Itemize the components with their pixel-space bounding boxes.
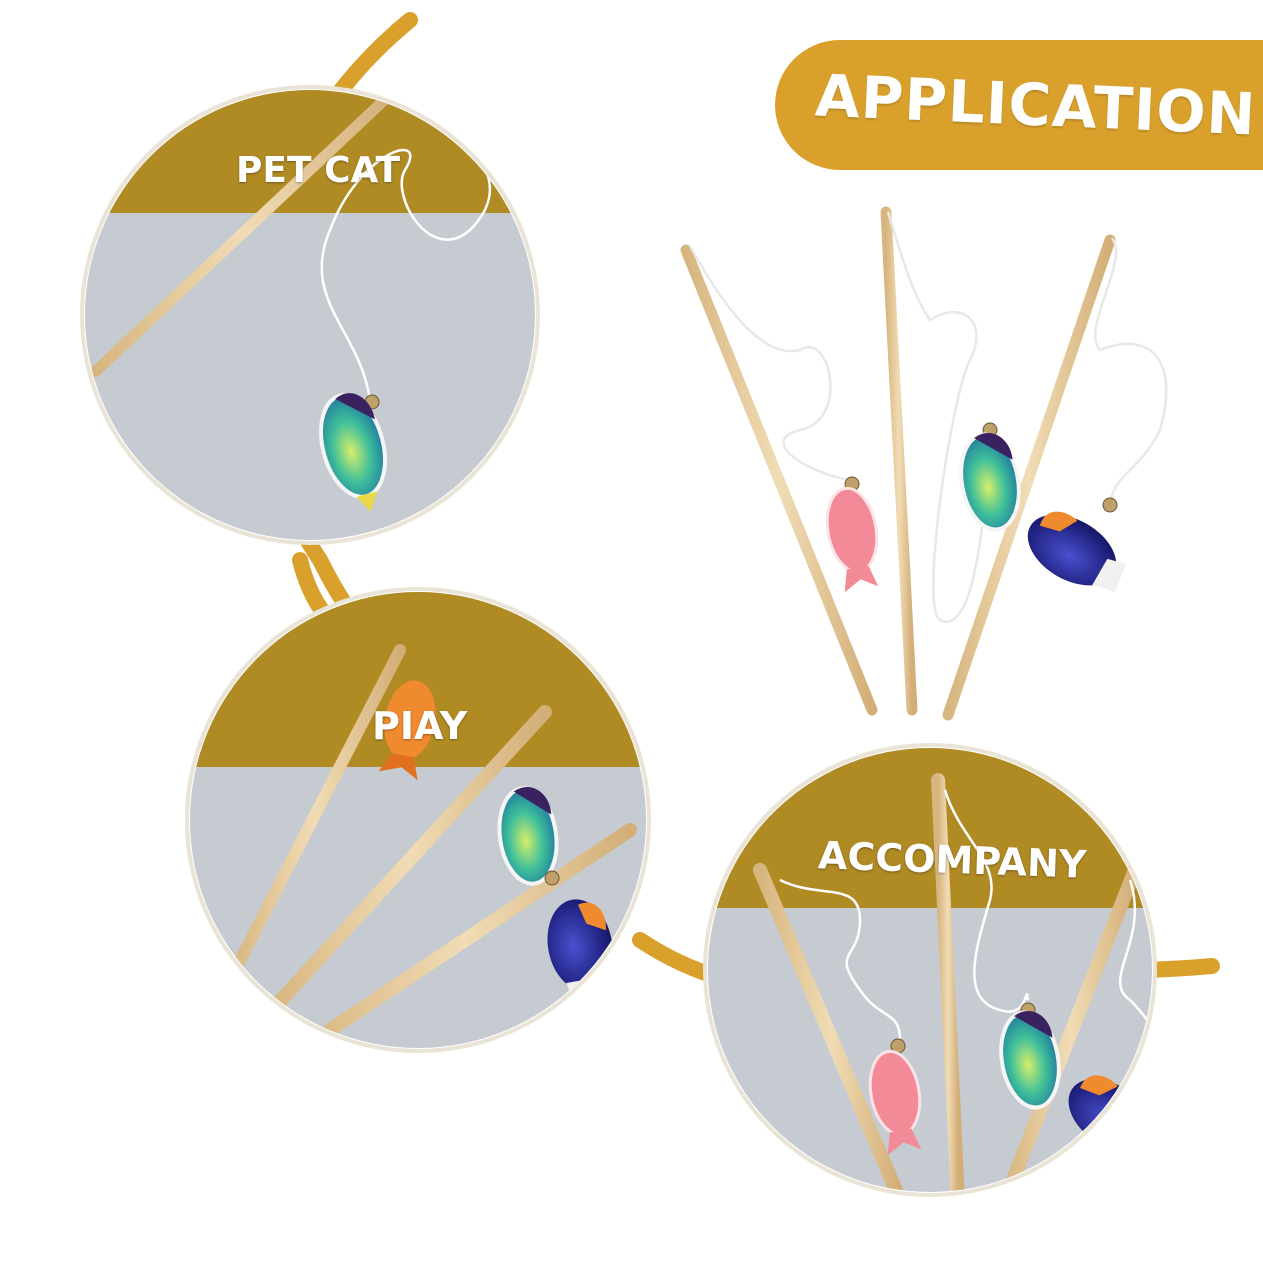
wooden-stick — [89, 90, 401, 378]
label-pet-cat: PET CAT — [236, 150, 401, 191]
string — [1118, 879, 1152, 1081]
fish-toy-blue — [1027, 511, 1127, 592]
application-banner: APPLICATION — [775, 40, 1263, 170]
fish-toy-green — [319, 393, 387, 512]
wooden-stick — [224, 644, 406, 986]
wooden-stick — [265, 705, 552, 1017]
application-title: APPLICATION — [813, 61, 1258, 149]
product-display — [680, 206, 1168, 721]
wooden-stick — [293, 823, 637, 1048]
string — [688, 245, 849, 482]
string — [1093, 237, 1168, 501]
fish-toy-orange — [378, 680, 436, 781]
string — [886, 211, 992, 623]
play-photo — [185, 587, 651, 1053]
string — [943, 789, 1030, 1013]
bell-icon — [544, 870, 560, 886]
label-piay: PIAY — [372, 704, 468, 748]
wooden-stick — [931, 773, 965, 1192]
string — [779, 878, 902, 1041]
fish-toy-pink — [825, 486, 879, 593]
label-accompany: ACCOMPANY — [817, 833, 1088, 887]
wooden-stick — [942, 234, 1116, 721]
wooden-stick — [998, 863, 1142, 1192]
fish-toy-pink — [868, 1049, 922, 1156]
wooden-stick — [680, 244, 878, 716]
bell-icon — [1102, 497, 1118, 513]
fish-toy-green — [999, 1010, 1061, 1110]
wooden-stick — [753, 863, 907, 1192]
wooden-stick — [880, 206, 918, 716]
fish-toy-green — [959, 432, 1021, 532]
accompany-photo — [703, 743, 1157, 1197]
fish-toy-green — [497, 786, 559, 886]
